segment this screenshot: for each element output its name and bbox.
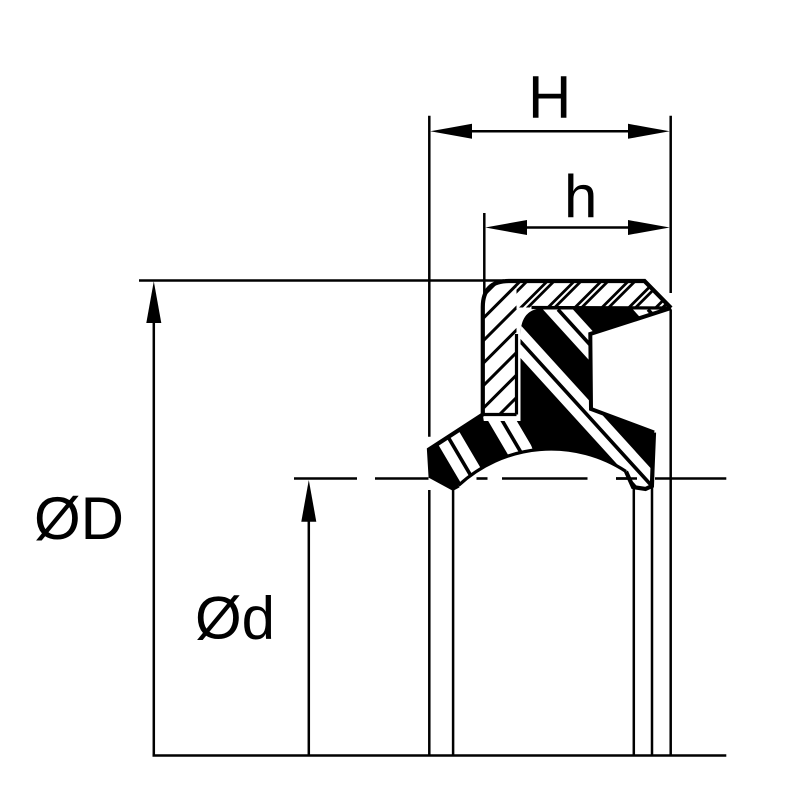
svg-text:H: H <box>528 64 571 131</box>
svg-text:Ød: Ød <box>195 585 275 652</box>
svg-text:h: h <box>564 163 597 230</box>
svg-text:ØD: ØD <box>34 485 124 552</box>
